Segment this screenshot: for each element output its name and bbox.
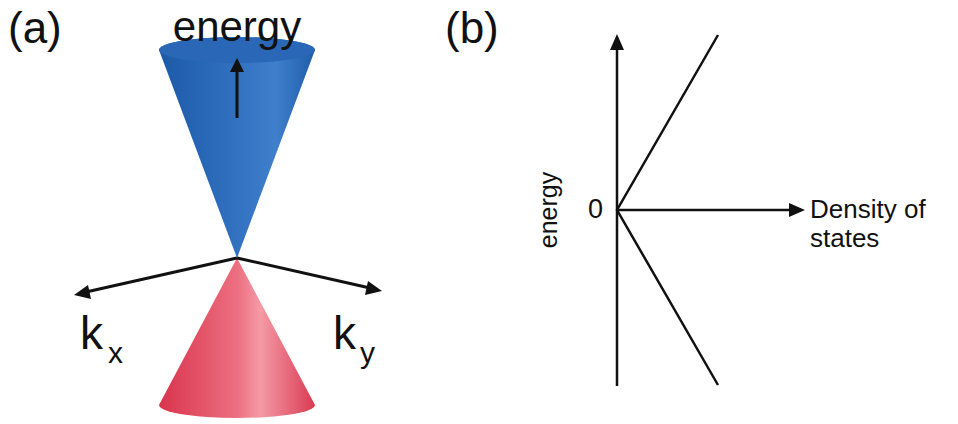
conduction-cone <box>159 37 315 258</box>
panel-letter: (a) <box>8 6 62 50</box>
energy-axis <box>236 70 239 118</box>
axis-symbol: k <box>333 310 356 356</box>
arrow-head <box>610 34 624 50</box>
energy-axis <box>616 48 619 386</box>
axis-title: energy <box>536 172 561 248</box>
valence-cone <box>159 258 315 418</box>
arrow-head <box>789 203 805 217</box>
kx-axis <box>86 258 237 292</box>
axis-subscript: x <box>108 338 123 368</box>
arrow-head <box>230 58 244 72</box>
axis-title: Density of states <box>810 195 954 253</box>
ky-axis <box>237 258 370 288</box>
arrow-head <box>74 285 91 299</box>
dos-axis <box>617 209 790 212</box>
axis-symbol: k <box>80 310 103 356</box>
axis-title: energy <box>173 6 301 48</box>
axis-subscript: y <box>360 338 375 368</box>
panel-letter: (b) <box>445 6 499 50</box>
origin-number: 0 <box>588 196 603 223</box>
dos-curve <box>617 35 718 385</box>
arrow-head <box>365 281 382 295</box>
